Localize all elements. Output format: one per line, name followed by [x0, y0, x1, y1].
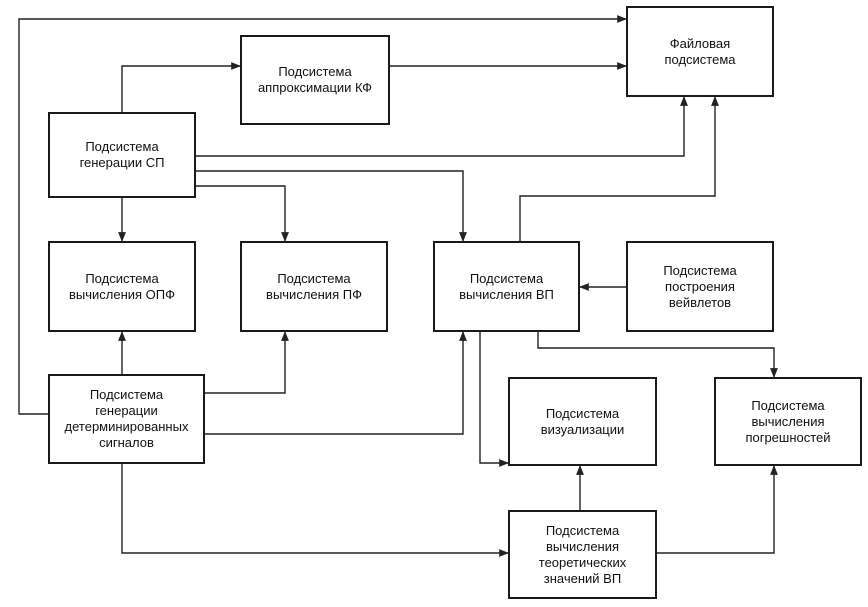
node-approximation-subsystem-label: Подсистема аппроксимации КФ	[257, 64, 373, 95]
node-wavelet-subsystem: Подсистема построения вейвлетов	[626, 241, 774, 332]
edge-gensp-to-file	[196, 96, 688, 157]
node-vp-subsystem-label: Подсистема вычисления ВП	[459, 270, 554, 302]
node-gen-sp-subsystem: Подсистема генерации СП	[48, 112, 196, 198]
edge-det-to-theor	[121, 464, 509, 557]
node-theoretical-vp-subsystem-label: Подсистема вычисления теоретических знач…	[538, 522, 627, 586]
node-theoretical-vp-subsystem: Подсистема вычисления теоретических знач…	[508, 510, 657, 599]
node-file-subsystem-label: Файловая подсистема	[664, 35, 736, 67]
node-approximation-subsystem: Подсистема аппроксимации КФ	[240, 35, 390, 125]
node-pf-subsystem: Подсистема вычисления ПФ	[240, 241, 388, 332]
edge-gensp-to-vp	[196, 170, 467, 242]
edge-vp-to-err	[537, 332, 778, 378]
node-gen-sp-subsystem-label: Подсистема генерации СП	[79, 139, 165, 170]
node-visualization-subsystem: Подсистема визуализации	[508, 377, 657, 466]
node-deterministic-signals-subsystem-label: Подсистема генерации детерминированных с…	[64, 387, 189, 450]
node-opf-subsystem: Подсистема вычисления ОПФ	[48, 241, 196, 332]
node-error-subsystem: Подсистема вычисления погрешностей	[714, 377, 862, 466]
edge-det-to-pf	[205, 331, 289, 394]
node-wavelet-subsystem-label: Подсистема построения вейвлетов	[663, 262, 737, 310]
edge-det-to-vp	[205, 331, 467, 435]
node-file-subsystem: Файловая подсистема	[626, 6, 774, 97]
edge-det-to-file	[18, 15, 627, 415]
edge-gensp-to-approx	[121, 62, 241, 112]
node-visualization-subsystem-label: Подсистема визуализации	[540, 405, 625, 437]
node-error-subsystem-label: Подсистема вычисления погрешностей	[745, 397, 831, 445]
edge-vp-to-vis	[479, 332, 509, 467]
node-vp-subsystem: Подсистема вычисления ВП	[433, 241, 580, 332]
edge-gensp-to-pf	[196, 185, 289, 242]
node-opf-subsystem-label: Подсистема вычисления ОПФ	[68, 270, 176, 302]
edge-vp-to-file	[519, 96, 719, 241]
edge-theor-to-err	[657, 465, 778, 554]
node-deterministic-signals-subsystem: Подсистема генерации детерминированных с…	[48, 374, 205, 464]
node-pf-subsystem-label: Подсистема вычисления ПФ	[266, 270, 362, 302]
